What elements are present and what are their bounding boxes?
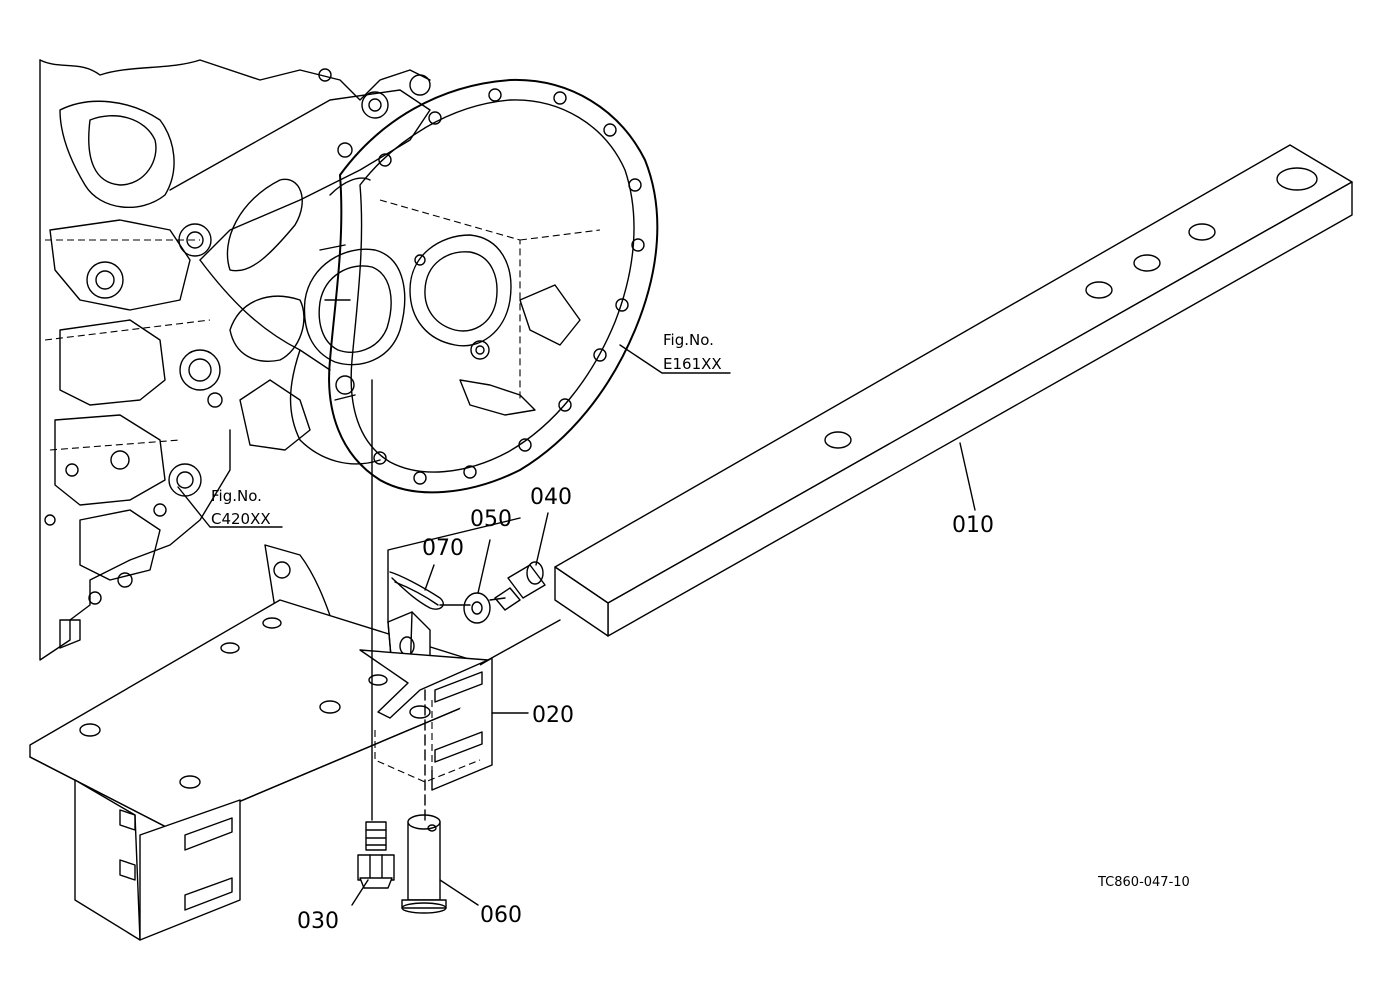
label-part-060: 060 — [480, 903, 522, 928]
part-070-spring-pin — [389, 571, 444, 610]
ref-c420-caption: Fig.No. — [211, 487, 262, 505]
label-part-040: 040 — [530, 485, 572, 510]
figure-code: TC860-047-10 — [1097, 875, 1190, 890]
ref-e161-caption: Fig.No. — [663, 331, 714, 349]
label-part-020: 020 — [532, 703, 574, 728]
part-050-washer — [463, 592, 491, 624]
part-060-pin — [401, 814, 447, 914]
ref-c420-number: C420XX — [211, 510, 271, 528]
label-part-070: 070 — [422, 536, 464, 561]
part-030-bolt — [357, 821, 395, 889]
part-040-grease-nipple — [494, 561, 546, 611]
transmission-housing — [39, 59, 659, 661]
part-010-drawbar — [554, 144, 1353, 637]
figure-references: Fig.No. E161XX Fig.No. C420XX — [211, 331, 722, 528]
assembly-lines — [371, 379, 561, 823]
label-part-030: 030 — [297, 909, 339, 934]
label-part-050: 050 — [470, 507, 512, 532]
leader-lines — [177, 344, 976, 906]
part-labels: 010 020 030 040 050 060 070 — [297, 485, 994, 934]
ref-e161-number: E161XX — [663, 355, 722, 373]
label-part-010: 010 — [952, 513, 994, 538]
